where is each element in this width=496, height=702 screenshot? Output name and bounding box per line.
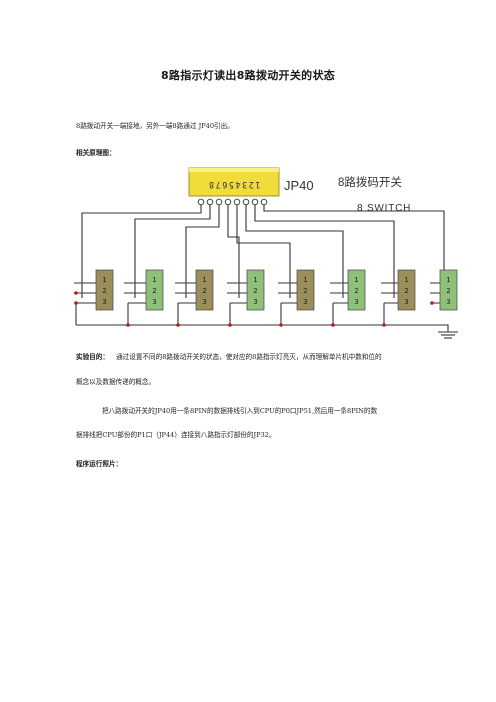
connector-pin [197,198,205,206]
switch-leads [227,282,247,325]
switch-pin-label: 1 [354,276,358,284]
photos-heading: 程序运行照片： [76,460,123,468]
connector-pins [197,198,268,206]
switch-body [195,269,214,311]
junction-dots [74,291,434,327]
switch-pin-label: 1 [404,276,408,284]
switch-pin-label: 3 [354,298,358,306]
ground-bus [76,324,449,332]
switch-pin-label: 2 [152,287,156,295]
wire [254,205,395,298]
schematic-heading: 相关原理图： [76,149,116,157]
switch-pin-label: 1 [102,276,106,284]
switch-leads [74,282,96,325]
switch-pin-label: 2 [303,287,307,295]
purpose-text: 通过设置不同的8路拨动开关的状态，使对应的8路指示灯亮灭，从而理解单片机中数和位… [116,353,382,361]
switch-pin-label: 2 [354,287,358,295]
switch-5: 1 2 3 [278,269,315,325]
wire [245,205,344,298]
wire [227,205,240,298]
wire [134,205,211,298]
junction-dot [228,323,232,327]
switch-leads [330,282,348,325]
dip-switch-schematic: 12345678 JP40 8路拨码开关 8 SWITCH 1 [74,167,458,339]
connector-pin [242,198,250,206]
switch-pin-label: 1 [446,276,450,284]
switch-subtitle: 8 SWITCH [357,203,411,214]
switch-pin-label: 1 [253,276,257,284]
document-title: 8路指示灯读出8路拨动开关的状态 [160,69,336,82]
junction-dot [74,301,78,305]
junction-dot [176,323,180,327]
junction-dot [74,291,78,295]
switch-leads [430,282,440,304]
switch-8: 1 2 3 [430,269,458,311]
junction-dot [382,323,386,327]
switch-body [397,269,416,311]
switch-pin-label: 3 [202,298,206,306]
jp40-connector-body [188,167,280,197]
switch-pin-label: 3 [446,298,450,306]
junction-dot [331,323,335,327]
junction-dot [126,323,130,327]
switch-pin-label: 3 [152,298,156,306]
jp40-pin-numbers: 12345678 [208,179,261,189]
jp40-label: JP40 [284,178,314,193]
switch-pin-label: 3 [253,298,257,306]
switch-6: 1 2 3 [330,269,366,325]
connector-pin [224,198,232,206]
switch-body [95,269,114,311]
switch-body [145,269,164,311]
switch-pin-label: 1 [152,276,156,284]
schematic-wires [76,205,449,332]
junction-dot [279,323,283,327]
connector-pin [251,198,259,206]
wiring-paragraph-continued: 据排线把CPU部份的P1口（JP44）连接到八路指示灯部份的JP32。 [76,431,276,439]
switch-leads [278,282,297,325]
switch-leads [124,282,146,325]
wire [263,205,445,298]
intro-paragraph: 8路拨动开关一端接地，另外一端8路通过 JP40引出。 [76,122,234,130]
switch-1: 1 2 3 [74,269,114,325]
switch-pin-label: 2 [446,287,450,295]
connector-pin [260,198,268,206]
ground-symbol [438,331,458,339]
switch-leads [381,282,398,325]
switch-body [246,269,265,311]
switch-leads [175,282,196,325]
purpose-paragraph: 实验目的： 通过设置不同的8路拨动开关的状态，使对应的8路指示灯亮灭，从而理解单… [76,352,382,362]
switch-pin-label: 3 [404,298,408,306]
switch-body [347,269,366,311]
switch-pin-label: 2 [404,287,408,295]
purpose-label: 实验目的： [76,353,109,361]
connector-pin [206,198,214,206]
junction-dot [430,301,434,305]
switch-pin-label: 2 [202,287,206,295]
connector-pin [233,198,241,206]
switch-pin-label: 3 [102,298,106,306]
switch-pin-label: 1 [202,276,206,284]
switch-pin-label: 3 [303,298,307,306]
wire [185,205,220,298]
purpose-text-continued: 概念以及数据传递的概念。 [76,378,156,386]
switch-4: 1 2 3 [227,269,265,325]
switch-pin-label: 2 [102,287,106,295]
switch-7: 1 2 3 [381,269,416,325]
connector-pin [215,198,223,206]
wire [81,205,202,298]
wire [236,205,291,298]
switch-body [296,269,315,311]
switch-3: 1 2 3 [175,269,214,325]
switch-pin-label: 1 [303,276,307,284]
switch-pin-label: 2 [253,287,257,295]
switch-body [439,269,458,311]
switch-array: 1 2 3 1 2 3 1 2 3 1 2 3 1 [74,269,458,325]
jp40-connector-highlight [189,168,279,172]
switch-title: 8路拨码开关 [338,175,402,189]
switch-2: 1 2 3 [124,269,164,325]
wiring-paragraph: 把八路拨动开关的JP40用一条8PIN的数据排线引入到CPU的P0口JP51,然… [102,407,378,415]
